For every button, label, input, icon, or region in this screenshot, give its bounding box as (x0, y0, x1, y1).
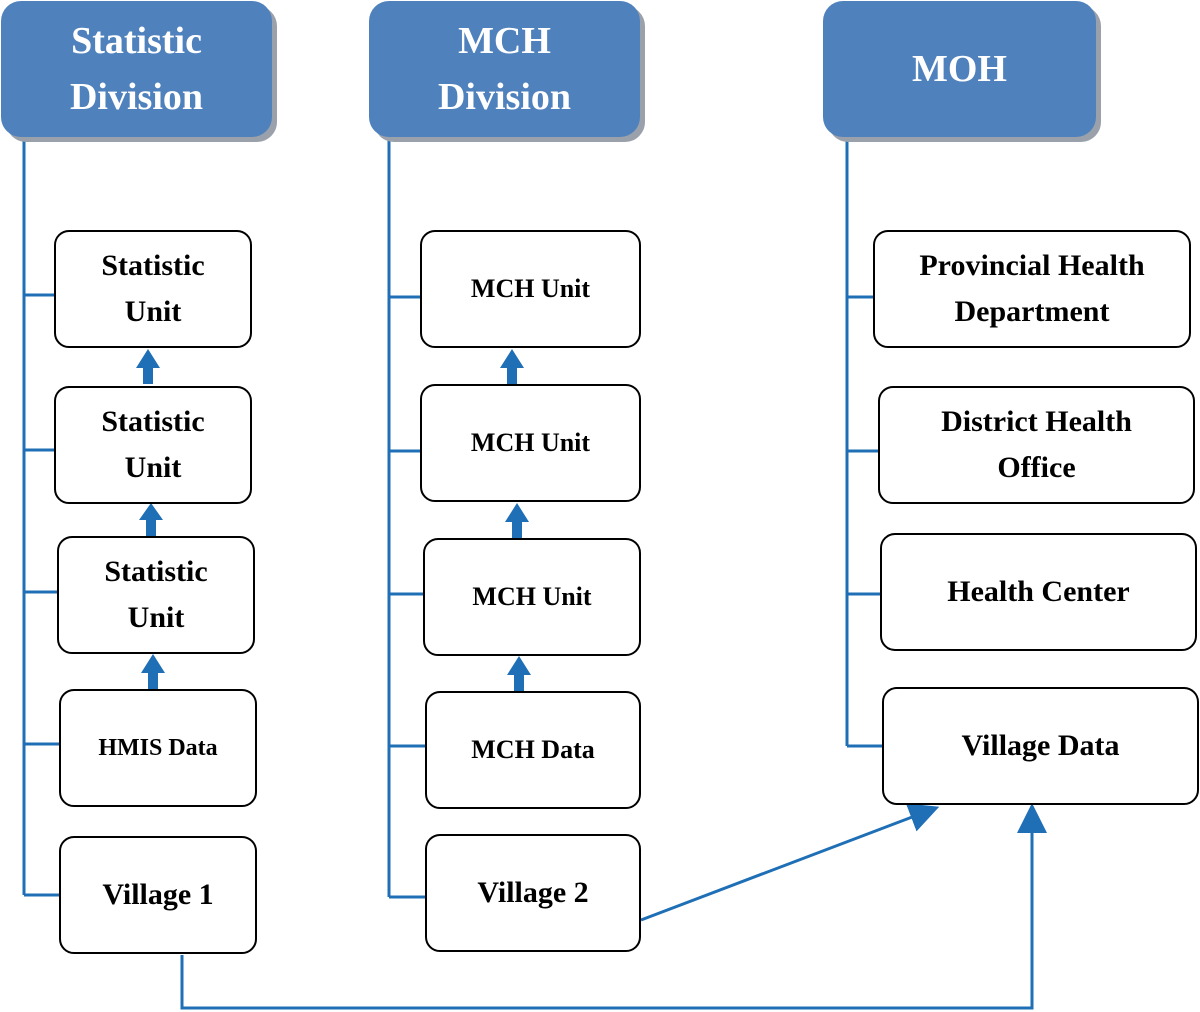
village2-to-village-data-arrow (640, 803, 940, 922)
village-data-label: Village Data (961, 729, 1120, 762)
up-arrow-stat-2 (139, 503, 163, 536)
up-arrow-mch-1 (500, 349, 524, 384)
mch-unit-box-2: MCH Unit (420, 384, 641, 502)
provincial-health-department-label: Provincial Health Department (919, 249, 1145, 328)
mch-data-box: MCH Data (425, 691, 641, 809)
village1-to-village-data-arrow (180, 803, 1047, 1010)
mch-unit-box-1: MCH Unit (420, 230, 641, 348)
moh-header-label: MOH (912, 48, 1007, 90)
mch-division-header-label: MCH Division (437, 20, 572, 118)
health-center-box: Health Center (880, 533, 1197, 651)
hmis-data-box: HMIS Data (59, 689, 257, 807)
mch-unit-label: MCH Unit (472, 582, 592, 611)
district-health-office-label: District Health Office (941, 405, 1132, 484)
statistic-division-header-label: Statistic Division (69, 20, 204, 118)
mch-unit-label: MCH Unit (470, 274, 591, 303)
up-arrow-stat-3 (141, 654, 165, 689)
hmis-data-label: HMIS Data (98, 735, 218, 761)
moh-header: MOH (823, 1, 1096, 137)
provincial-health-department-box: Provincial Health Department (873, 230, 1191, 348)
mch-data-label: MCH Data (471, 735, 595, 764)
mch-unit-label: MCH Unit (470, 428, 591, 457)
up-arrow-stat-1 (136, 349, 160, 384)
health-center-label: Health Center (947, 575, 1130, 608)
village-data-box: Village Data (882, 687, 1199, 805)
village-1-box: Village 1 (59, 836, 257, 954)
village-2-label: Village 2 (477, 876, 589, 909)
statistic-unit-box-3: Statistic Unit (57, 536, 255, 654)
statistic-division-header: Statistic Division (1, 1, 272, 137)
statistic-unit-box-2: Statistic Unit (54, 386, 252, 504)
statistic-unit-label: Statistic Unit (101, 249, 205, 328)
mch-division-header: MCH Division (369, 1, 640, 137)
up-arrow-mch-3 (507, 656, 531, 691)
mch-unit-box-3: MCH Unit (423, 538, 641, 656)
village-2-box: Village 2 (425, 834, 641, 952)
village-1-label: Village 1 (102, 878, 214, 911)
statistic-unit-label: Statistic Unit (101, 405, 205, 484)
statistic-unit-label: Statistic Unit (104, 555, 208, 634)
district-health-office-box: District Health Office (878, 386, 1195, 504)
statistic-unit-box-1: Statistic Unit (54, 230, 252, 348)
up-arrow-mch-2 (505, 503, 529, 538)
